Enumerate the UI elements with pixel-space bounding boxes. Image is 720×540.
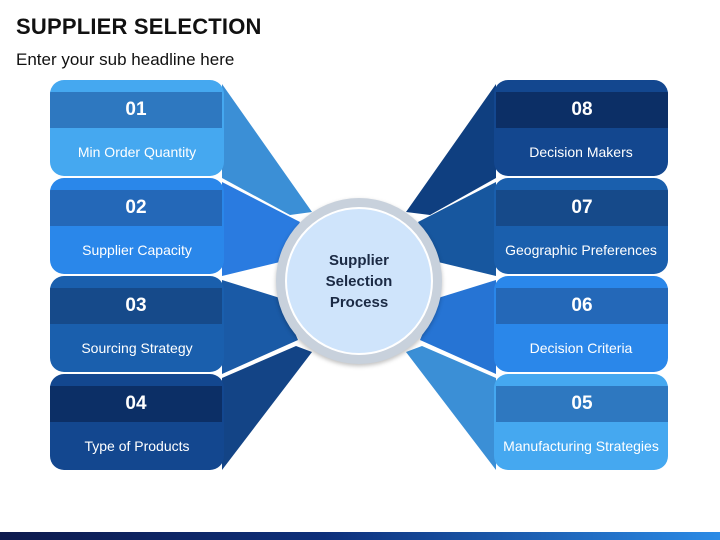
item-card-03: 03 Sourcing Strategy bbox=[50, 276, 224, 372]
item-number: 07 bbox=[496, 190, 668, 226]
item-label: Supplier Capacity bbox=[82, 242, 192, 258]
item-card-01: 01 Min Order Quantity bbox=[50, 80, 224, 176]
item-label: Decision Makers bbox=[529, 144, 633, 160]
connector-04 bbox=[222, 346, 312, 470]
item-label: Decision Criteria bbox=[529, 340, 633, 356]
item-label: Geographic Preferences bbox=[505, 242, 657, 258]
connector-05 bbox=[406, 346, 496, 470]
item-number: 08 bbox=[496, 92, 668, 128]
connector-07 bbox=[418, 182, 496, 276]
item-card-07: 07 Geographic Preferences bbox=[494, 178, 668, 274]
item-number: 02 bbox=[50, 190, 222, 226]
item-card-06: 06 Decision Criteria bbox=[494, 276, 668, 372]
bottom-accent-bar bbox=[0, 532, 720, 540]
item-label: Type of Products bbox=[84, 438, 190, 454]
connector-01 bbox=[222, 84, 312, 215]
item-number: 04 bbox=[50, 386, 222, 422]
page-title: SUPPLIER SELECTION bbox=[16, 14, 262, 39]
item-label: Manufacturing Strategies bbox=[503, 438, 659, 454]
item-label: Min Order Quantity bbox=[77, 144, 197, 160]
item-number: 06 bbox=[496, 288, 668, 324]
item-number: 03 bbox=[50, 288, 222, 324]
connector-06 bbox=[420, 280, 496, 374]
item-number: 01 bbox=[50, 92, 222, 128]
center-label: Supplier Selection Process bbox=[325, 251, 393, 311]
center-inner-circle: Supplier Selection Process bbox=[285, 207, 433, 355]
item-number: 05 bbox=[496, 386, 668, 422]
item-card-02: 02 Supplier Capacity bbox=[50, 178, 224, 274]
connector-08 bbox=[406, 84, 496, 215]
item-card-05: 05 Manufacturing Strategies bbox=[494, 374, 668, 470]
page-subtitle: Enter your sub headline here bbox=[16, 50, 235, 69]
item-card-08: 08 Decision Makers bbox=[494, 80, 668, 176]
item-card-04: 04 Type of Products bbox=[50, 374, 224, 470]
item-label: Sourcing Strategy bbox=[81, 340, 193, 356]
center-circle: Supplier Selection Process bbox=[276, 198, 442, 364]
